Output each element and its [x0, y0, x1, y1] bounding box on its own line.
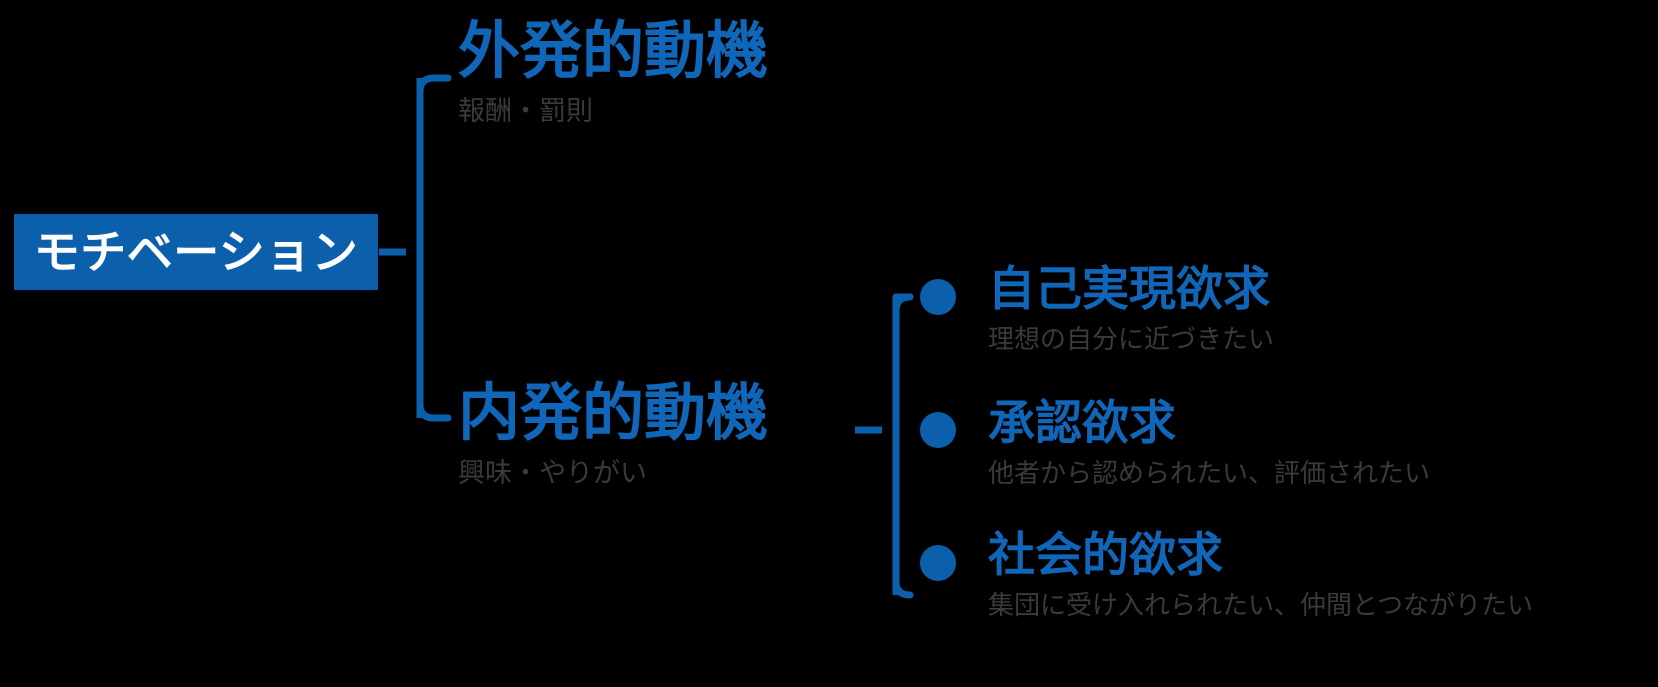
- leaf-node-social[interactable]: 社会的欲求 集団に受け入れられたい、仲間とつながりたい: [988, 532, 1533, 619]
- branch-node-extrinsic[interactable]: 外発的動機 報酬・罰則: [458, 14, 769, 127]
- bullet-dot-icon-self-actualization: [920, 279, 956, 315]
- leaf-subtitle-esteem: 他者から認められたい、評価されたい: [988, 459, 1431, 489]
- leaf-node-self-actualization[interactable]: 自己実現欲求 理想の自分に近づきたい: [988, 266, 1274, 353]
- bullet-dot-icon-social: [920, 545, 956, 581]
- right-bracket-bottom-arm: [892, 577, 914, 599]
- branch-title-intrinsic: 内発的動機: [458, 376, 769, 449]
- leaf-title-social: 社会的欲求: [988, 528, 1223, 583]
- right-bracket-top-corner: [892, 293, 911, 315]
- leaf-title-esteem: 承認欲求: [988, 396, 1176, 451]
- branch-subtitle-extrinsic: 報酬・罰則: [458, 96, 593, 127]
- leaf-node-esteem[interactable]: 承認欲求 他者から認められたい、評価されたい: [988, 400, 1430, 487]
- branch-node-intrinsic[interactable]: 内発的動機 興味・やりがい: [458, 376, 769, 489]
- leaf-title-self-actualization: 自己実現欲求: [988, 262, 1270, 317]
- left-bracket-top-arm: [416, 74, 452, 96]
- branch-subtitle-intrinsic: 興味・やりがい: [458, 458, 647, 489]
- root-node-motivation[interactable]: モチベーション: [14, 214, 378, 290]
- root-node-label: モチベーション: [33, 225, 359, 279]
- bullet-dot-icon-esteem: [920, 412, 956, 448]
- branch-title-extrinsic: 外発的動機: [458, 14, 769, 87]
- left-bracket-bottom-arm: [416, 400, 452, 422]
- leaf-subtitle-social: 集団に受け入れられたい、仲間とつながりたい: [988, 591, 1533, 621]
- right-bracket-top-arm: [892, 293, 914, 315]
- leaf-subtitle-self-actualization: 理想の自分に近づきたい: [988, 325, 1275, 355]
